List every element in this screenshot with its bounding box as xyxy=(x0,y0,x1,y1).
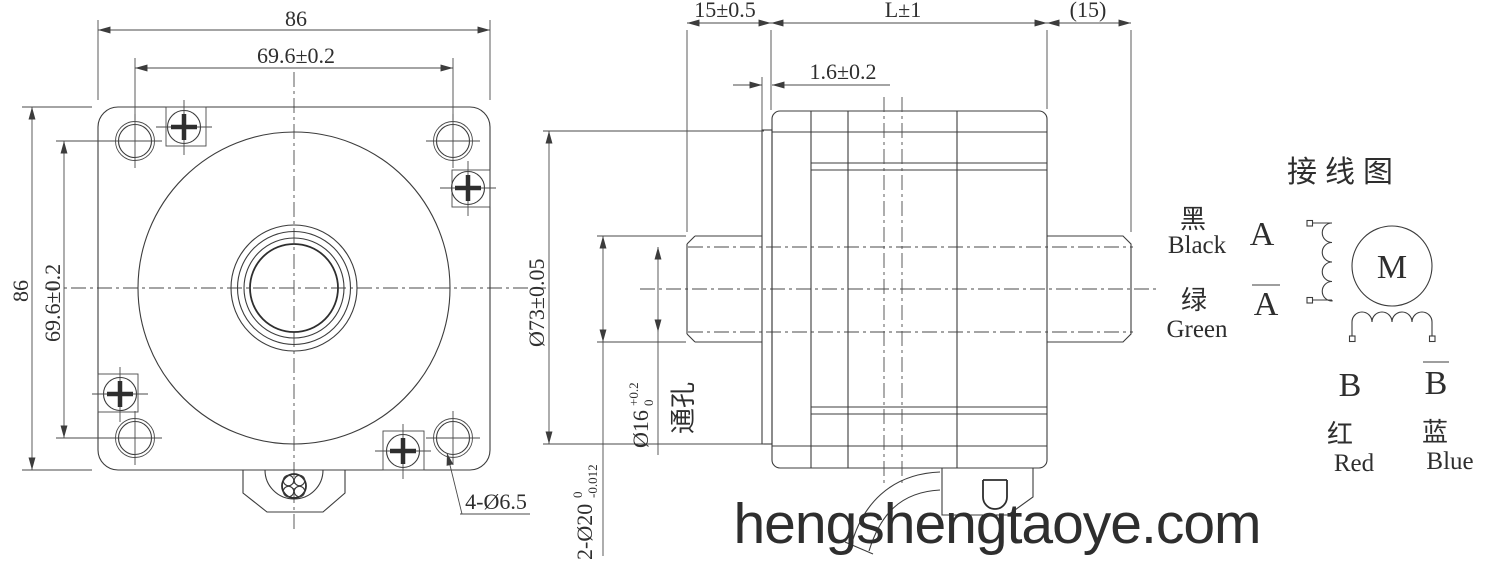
phase-b-terminal: B xyxy=(1339,367,1362,404)
phase-a-bar-terminal: A xyxy=(1254,286,1279,323)
bore-note: 通孔 xyxy=(669,382,698,434)
dim-shafts-tol-lower: -0.012 xyxy=(585,464,600,498)
mounting-hole xyxy=(108,114,162,168)
dim-front-shaft: 15±0.5 xyxy=(694,0,756,22)
dim-height-left: 86 xyxy=(8,280,33,302)
dim-pilot-thickness: 1.6±0.2 xyxy=(809,59,876,84)
mounting-hole xyxy=(426,411,480,465)
motor-body-circle xyxy=(137,131,451,445)
shaft-boss-rings xyxy=(230,224,358,352)
dim-pilot-dia: Ø73±0.05 xyxy=(524,259,549,347)
side-view-dimensions: 15±0.5 L±1 (15) 1.6±0.2 Ø73±0.05 2-Ø20 0… xyxy=(524,0,1132,560)
front-connector xyxy=(242,469,346,513)
motor-label: M xyxy=(1377,249,1407,286)
phase-a-color-en: Black xyxy=(1168,232,1227,259)
phase-a-bar-color-cn: 绿 xyxy=(1181,286,1207,315)
pilot-disc xyxy=(761,129,773,445)
dim-bore: Ø16 xyxy=(628,410,653,448)
cable-inner xyxy=(868,489,941,552)
phase-b-bar-color-en: Blue xyxy=(1426,448,1473,475)
dim-shafts: 2-Ø20 xyxy=(572,504,597,560)
screw xyxy=(440,161,496,216)
dim-mount-holes: 4-Ø6.5 xyxy=(465,489,527,514)
phase-b-bar-color-cn: 蓝 xyxy=(1422,418,1448,447)
screw xyxy=(92,367,148,422)
dim-hole-spacing-top: 69.6±0.2 xyxy=(257,43,335,68)
dim-bore-tol-lower: 0 xyxy=(641,400,656,407)
motor-body xyxy=(771,97,1048,483)
screw xyxy=(375,424,431,479)
phase-a-bar-color-en: Green xyxy=(1166,316,1228,343)
dim-shafts-tol-upper: 0 xyxy=(570,492,585,499)
flange-outline xyxy=(97,106,491,471)
watermark-text: hengshengtaoye.com xyxy=(733,492,1260,556)
front-view: 86 69.6±0.2 86 69.6±0.2 4-Ø6.5 xyxy=(8,6,546,532)
dim-width-top: 86 xyxy=(285,6,307,31)
phase-a-color-cn: 黑 xyxy=(1180,205,1206,234)
mounting-hole xyxy=(426,114,480,168)
dim-hole-spacing-left: 69.6±0.2 xyxy=(40,264,65,342)
dim-body-length: L±1 xyxy=(885,0,922,22)
dim-bore-tol-upper: +0.2 xyxy=(626,382,641,406)
motor-circle xyxy=(1351,225,1433,307)
front-view-dimensions: 86 69.6±0.2 86 69.6±0.2 4-Ø6.5 xyxy=(8,6,530,515)
phase-a-terminal: A xyxy=(1250,216,1275,253)
side-view: 15±0.5 L±1 (15) 1.6±0.2 Ø73±0.05 2-Ø20 0… xyxy=(524,0,1160,560)
screw xyxy=(156,100,212,155)
phase-a-coil xyxy=(1306,219,1333,304)
cable-outer xyxy=(850,471,941,547)
front-shaft xyxy=(686,235,762,343)
wiring-diagram: 接线图 黑 Black A 绿 Green A M B B 红 蓝 Red xyxy=(1166,156,1473,477)
cover-screws xyxy=(92,100,496,479)
side-view-centerlines xyxy=(640,246,1160,333)
phase-b-bar-terminal: B xyxy=(1425,365,1448,402)
phase-b-color-cn: 红 xyxy=(1327,420,1353,449)
cable-connector xyxy=(844,468,1034,555)
dim-shafts-group: 2-Ø20 0 -0.012 xyxy=(570,464,600,560)
dim-rear-shaft: (15) xyxy=(1070,0,1107,22)
front-view-centerlines xyxy=(45,72,546,532)
phase-b-color-en: Red xyxy=(1334,450,1375,477)
break-lines xyxy=(883,97,903,483)
wiring-title: 接线图 xyxy=(1287,156,1401,189)
dim-bore-group: Ø16 +0.2 0 xyxy=(626,382,656,448)
rear-shaft xyxy=(1047,235,1132,343)
phase-b-coil xyxy=(1348,311,1436,343)
